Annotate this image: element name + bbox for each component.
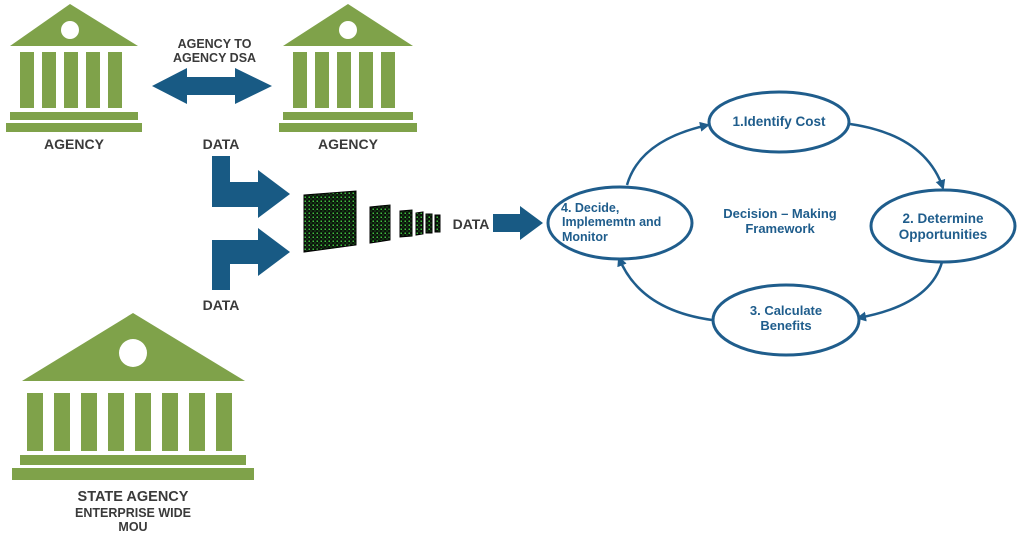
data-stream-blocks — [303, 190, 441, 253]
agency-building-left — [6, 4, 142, 132]
framework-center-line2: Framework — [745, 220, 815, 236]
data-elbow-arrow-top — [212, 156, 290, 218]
arrow-step2-to-step3 — [856, 261, 944, 322]
step4-node — [546, 185, 694, 261]
step1-label: 1.Identify Cost — [732, 114, 826, 129]
data-label-output: DATA — [452, 216, 490, 232]
data-output-arrow — [493, 206, 543, 240]
data-label-top: DATA — [202, 136, 240, 152]
step2-label: 2. Determine Opportunities — [873, 211, 1013, 242]
arrow-step3-to-step4 — [617, 256, 713, 322]
step3-label-line2: Benefits — [760, 317, 812, 333]
data-elbow-arrow-bottom — [212, 228, 290, 290]
step4-label-line3: Monitor — [562, 229, 608, 244]
step2-label-line1: 2. Determine — [902, 211, 984, 226]
dsa-label: AGENCY TO AGENCY DSA — [152, 37, 277, 66]
step1-node — [707, 90, 851, 154]
arrow-step4-to-step1 — [625, 121, 710, 186]
framework-center-line1: Decision – Making — [723, 206, 837, 221]
agency-a-label: AGENCY — [44, 136, 104, 152]
step2-node — [869, 188, 1017, 264]
step3-node — [711, 283, 861, 357]
step3-label: 3. Calculate Benefits — [716, 303, 856, 334]
step2-label-line2: Opportunities — [898, 226, 988, 242]
state-agency-building — [12, 313, 254, 480]
state-agency-line1: STATE AGENCY — [77, 489, 189, 505]
step4-label-line1: 4. Decide, — [561, 201, 620, 215]
framework-center-label: Decision – Making Framework — [705, 206, 855, 237]
dsa-label-line2: AGENCY DSA — [172, 51, 257, 66]
agency-b-label: AGENCY — [318, 136, 378, 152]
state-agency-line3: MOU — [118, 520, 148, 535]
step4-label-line2: Implememtn and — [562, 215, 662, 230]
arrow-step1-to-step2 — [849, 122, 946, 190]
dsa-double-arrow — [152, 68, 272, 104]
state-agency-label: STATE AGENCY ENTERPRISE WIDE MOU — [30, 489, 236, 534]
step4-label: 4. Decide, Implememtn and Monitor — [556, 201, 696, 244]
step3-label-line1: 3. Calculate — [749, 303, 823, 318]
agency-building-right — [279, 4, 417, 132]
dsa-label-line1: AGENCY TO — [177, 37, 252, 51]
state-agency-line2: ENTERPRISE WIDE — [75, 505, 191, 520]
cycle-arrows — [617, 121, 946, 322]
data-label-bottom: DATA — [202, 297, 240, 313]
